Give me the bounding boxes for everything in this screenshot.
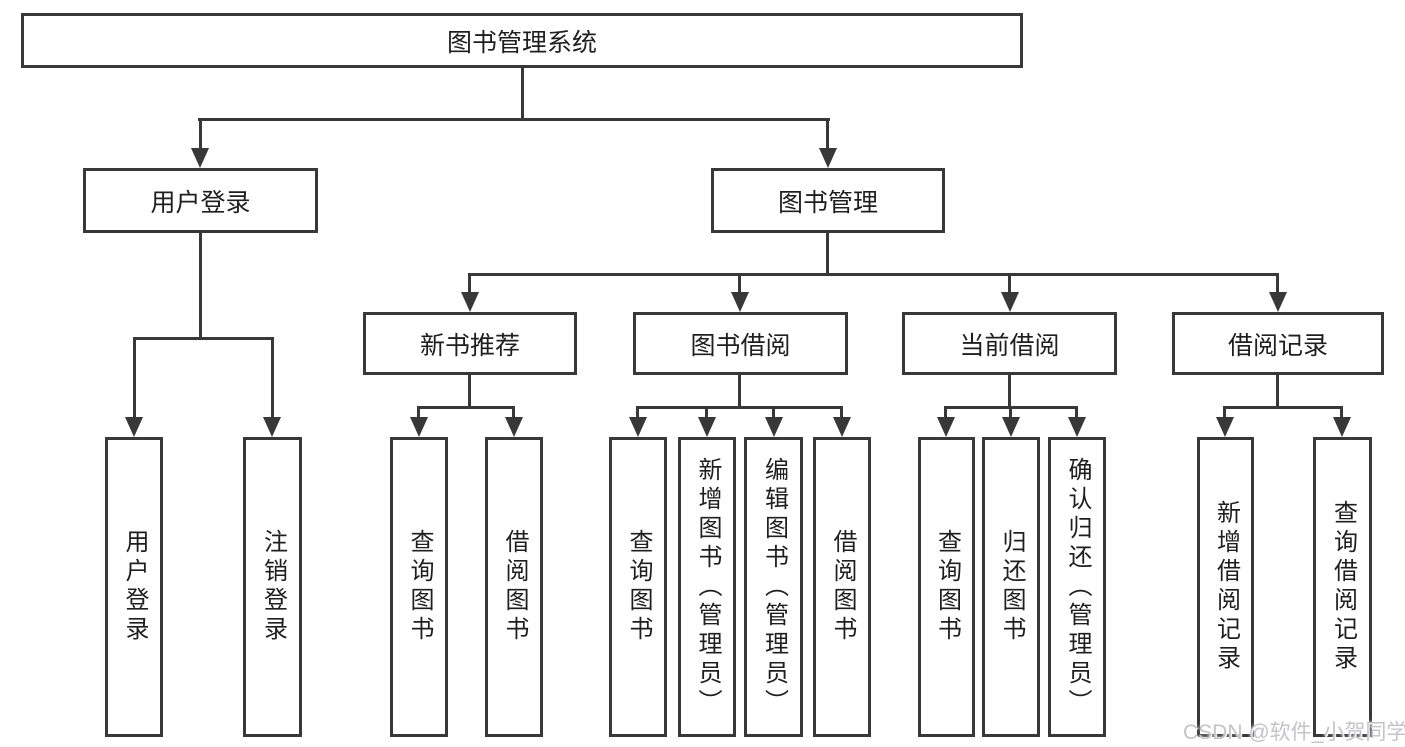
connector-line: [840, 406, 843, 419]
leaf-query-books-recommend: 查询图书: [390, 437, 448, 737]
node-new-book-recommend: 新书推荐: [363, 312, 577, 375]
node-book-borrowing: 图书借阅: [633, 312, 848, 375]
connector-line: [521, 68, 524, 118]
connector-line: [1009, 406, 1012, 419]
arrow-down-icon: [1068, 417, 1086, 437]
connector-line: [1008, 375, 1011, 406]
leaf-query-books-borrowing: 查询图书: [609, 437, 667, 737]
node-borrow-records: 借阅记录: [1172, 312, 1384, 375]
connector-line: [826, 118, 829, 150]
connector-line: [468, 273, 471, 294]
connector-line: [738, 273, 741, 294]
arrow-down-icon: [765, 417, 783, 437]
connector-line: [944, 406, 947, 419]
leaf-user-login: 用户登录: [105, 437, 163, 737]
node-book-management: 图书管理: [711, 168, 945, 233]
arrow-down-icon: [1216, 417, 1234, 437]
connector-line: [1224, 406, 1342, 409]
leaf-borrow-books: 借阅图书: [813, 437, 871, 737]
connector-line: [1340, 406, 1343, 419]
connector-line: [418, 406, 515, 409]
connector-line: [199, 233, 202, 337]
leaf-return-book: 归还图书: [982, 437, 1040, 737]
connector-line: [705, 406, 708, 419]
connector-line: [637, 406, 843, 409]
connector-line: [271, 337, 274, 419]
arrow-down-icon: [125, 417, 143, 437]
arrow-down-icon: [698, 417, 716, 437]
connector-line: [133, 337, 136, 419]
leaf-query-borrow-record: 查询借阅记录: [1313, 437, 1372, 737]
connector-line: [199, 118, 202, 150]
connector-line: [468, 375, 471, 406]
arrow-down-icon: [263, 417, 281, 437]
connector-line: [1223, 406, 1226, 419]
leaf-logout: 注销登录: [243, 437, 302, 737]
arrow-down-icon: [1001, 292, 1019, 312]
connector-line: [417, 406, 420, 419]
leaf-add-borrow-record: 新增借阅记录: [1197, 437, 1254, 737]
connector-line: [772, 406, 775, 419]
arrow-down-icon: [1333, 417, 1351, 437]
arrow-down-icon: [461, 292, 479, 312]
arrow-down-icon: [833, 417, 851, 437]
leaf-query-books-current: 查询图书: [918, 437, 975, 737]
connector-line: [1008, 273, 1011, 294]
node-library-system: 图书管理系统: [21, 13, 1023, 68]
csdn-watermark: CSDN @软件_小贺同学: [1183, 721, 1405, 744]
arrow-down-icon: [629, 417, 647, 437]
arrow-down-icon: [1269, 292, 1287, 312]
connector-line: [738, 375, 741, 406]
leaf-add-book-admin: 新增图书（管理员）: [678, 437, 736, 737]
arrow-down-icon: [937, 417, 955, 437]
connector-line: [133, 337, 273, 340]
connector-line: [1075, 406, 1078, 419]
arrow-down-icon: [191, 148, 209, 168]
connector-line: [826, 233, 829, 273]
connector-line: [1276, 273, 1279, 294]
connector-line: [198, 118, 830, 121]
arrow-down-icon: [410, 417, 428, 437]
arrow-down-icon: [1002, 417, 1020, 437]
connector-line: [636, 406, 639, 419]
leaf-borrow-books-recommend: 借阅图书: [485, 437, 543, 737]
node-current-borrowing: 当前借阅: [902, 312, 1117, 375]
leaf-edit-book-admin: 编辑图书（管理员）: [744, 437, 803, 737]
connector-line: [512, 406, 515, 419]
connector-line: [1276, 375, 1279, 406]
node-user-login: 用户登录: [83, 168, 318, 233]
arrow-down-icon: [505, 417, 523, 437]
arrow-down-icon: [731, 292, 749, 312]
leaf-confirm-return-admin: 确认归还（管理员）: [1048, 437, 1106, 737]
connector-line: [469, 273, 1279, 276]
arrow-down-icon: [819, 148, 837, 168]
